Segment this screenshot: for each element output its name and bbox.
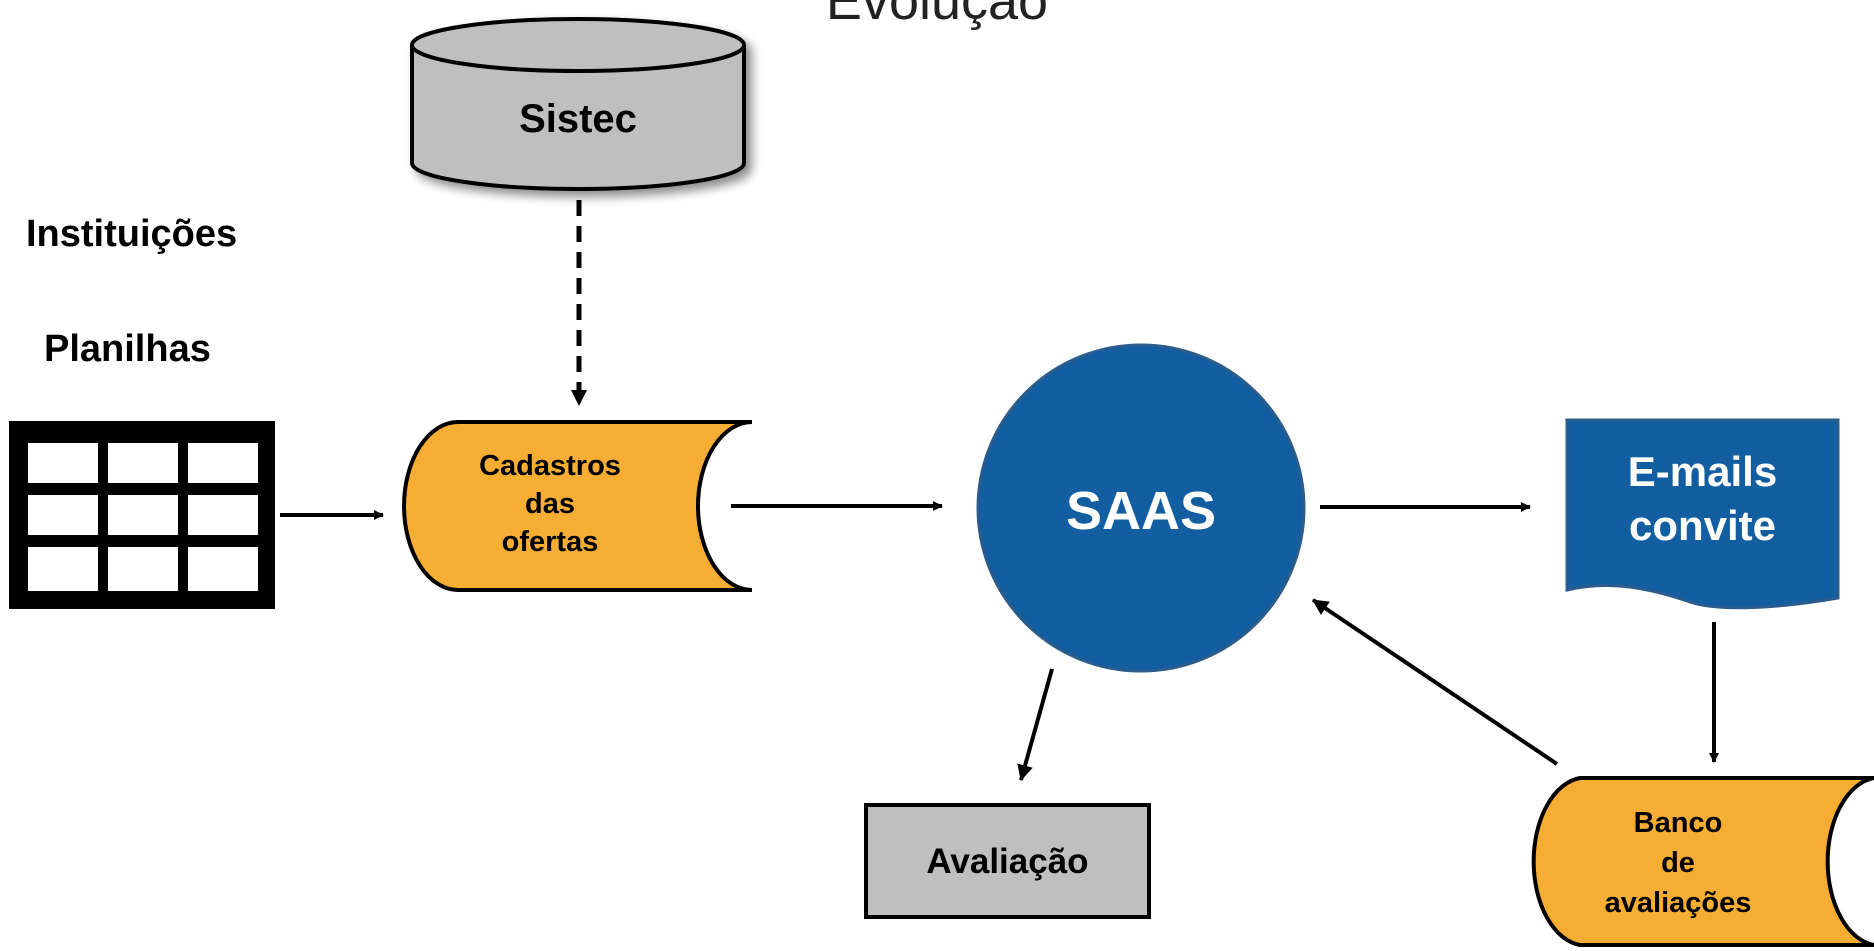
avaliacao-label: Avaliação xyxy=(926,842,1089,881)
saas-label: SAAS xyxy=(1065,481,1217,541)
emails-label-line2: convite xyxy=(1628,502,1777,549)
spreadsheet-grid-icon xyxy=(9,421,275,609)
cadastros-label: Cadastros das ofertas xyxy=(450,447,650,561)
sistec-database xyxy=(410,17,746,191)
instituicoes-label: Instituições xyxy=(26,213,238,255)
arrow-banco-to-saas xyxy=(1311,598,1559,766)
emails-label: E-mails convite xyxy=(1567,445,1838,553)
arrow-saas-to-avaliacao xyxy=(1017,668,1054,781)
avaliacao-box xyxy=(864,803,1151,919)
banco-label-line1: Banco xyxy=(1633,807,1723,839)
cadastros-label-line1: Cadastros xyxy=(479,450,621,482)
sistec-label: Sistec xyxy=(519,97,637,141)
saas-circle xyxy=(976,343,1306,673)
cadastros-storage xyxy=(402,420,753,592)
banco-label: Banco de avaliações xyxy=(1578,803,1778,923)
cadastros-label-line3: ofertas xyxy=(501,526,599,558)
emails-document xyxy=(1565,418,1840,610)
banco-storage xyxy=(1531,776,1874,947)
planilhas-label: Planilhas xyxy=(44,328,211,370)
cadastros-label-line2: das xyxy=(525,488,575,520)
emails-label-line1: E-mails xyxy=(1627,448,1778,495)
banco-label-line3: avaliações xyxy=(1604,887,1752,919)
page-title: Evolução xyxy=(825,0,1049,31)
banco-label-line2: de xyxy=(1661,847,1695,879)
